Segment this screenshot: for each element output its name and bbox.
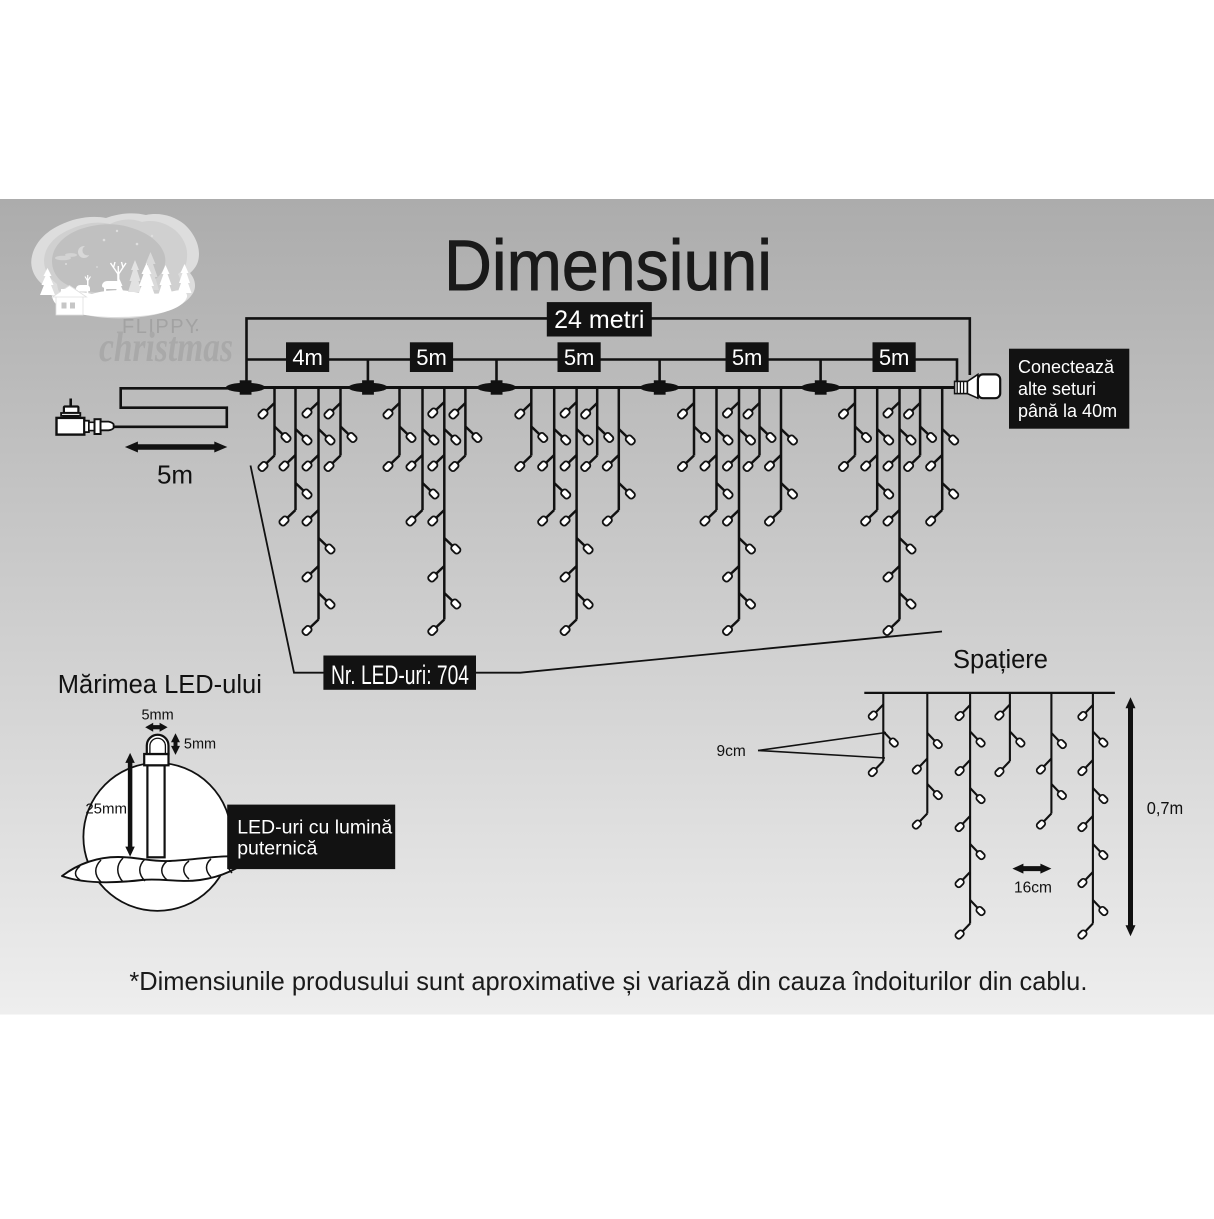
- svg-text:alte seturi: alte seturi: [1018, 379, 1096, 399]
- svg-text:Nr. LED-uri: 704: Nr. LED-uri: 704: [331, 660, 469, 690]
- svg-text:până la 40m: până la 40m: [1018, 401, 1117, 421]
- svg-text:5m: 5m: [157, 460, 193, 490]
- svg-text:Mărimea LED-ului: Mărimea LED-ului: [58, 671, 262, 699]
- svg-text:*Dimensiunile produsului sunt: *Dimensiunile produsului sunt aproximati…: [129, 966, 1087, 996]
- svg-text:5m: 5m: [416, 345, 447, 370]
- svg-text:puternică: puternică: [237, 837, 317, 859]
- svg-text:5m: 5m: [564, 345, 595, 370]
- svg-text:Dimensiuni: Dimensiuni: [444, 227, 772, 306]
- svg-text:5m: 5m: [879, 345, 910, 370]
- svg-text:Conectează: Conectează: [1018, 357, 1115, 377]
- svg-text:5mm: 5mm: [141, 707, 173, 723]
- svg-text:0,7m: 0,7m: [1147, 798, 1184, 818]
- svg-text:5mm: 5mm: [184, 737, 216, 753]
- svg-text:9cm: 9cm: [717, 743, 746, 760]
- svg-text:4m: 4m: [292, 345, 323, 370]
- svg-text:16cm: 16cm: [1014, 880, 1052, 897]
- svg-text:25mm: 25mm: [85, 801, 127, 818]
- svg-text:FLIPPY: FLIPPY: [122, 316, 200, 338]
- svg-text:christmas: christmas: [99, 325, 233, 371]
- svg-text:5m: 5m: [732, 345, 763, 370]
- svg-text:LED-uri cu lumină: LED-uri cu lumină: [237, 816, 392, 838]
- svg-text:Spațiere: Spațiere: [953, 646, 1048, 674]
- svg-text:24 metri: 24 metri: [554, 306, 644, 334]
